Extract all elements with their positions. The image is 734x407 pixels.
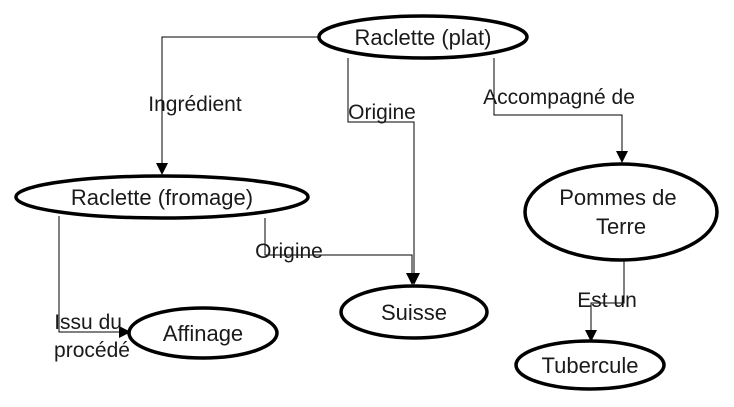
node-raclette-plat-shape xyxy=(317,14,529,60)
node-raclette-plat: Raclette (plat) xyxy=(317,14,529,60)
edge-ingredient-label: Ingrédient xyxy=(148,93,242,116)
node-suisse: Suisse xyxy=(339,284,489,340)
edge-issu-du-procede: Issu du procédé xyxy=(54,216,131,362)
node-suisse-label: Suisse xyxy=(381,300,447,325)
edge-origine-plat: Origine xyxy=(347,58,420,285)
edge-accompagne-de: Accompagné de xyxy=(483,58,635,163)
edge-origine-fromage: Origine xyxy=(255,218,418,285)
edge-issu-du-procede-label-line-2: procédé xyxy=(54,339,130,362)
edge-accompagne-de-line xyxy=(493,58,628,163)
node-suisse-shape xyxy=(339,284,489,340)
node-tubercule-shape xyxy=(514,339,666,391)
edge-origine-fromage-label: Origine xyxy=(255,240,323,263)
node-tubercule-label: Tubercule xyxy=(541,353,638,378)
node-raclette-fromage-shape xyxy=(14,174,310,220)
node-raclette-plat-label: Raclette (plat) xyxy=(355,25,492,50)
edge-ingredient: Ingrédient xyxy=(148,36,318,175)
node-pommes-de-terre-label: Pommes de Terre xyxy=(559,185,683,239)
node-raclette-fromage: Raclette (fromage) xyxy=(14,174,310,220)
node-affinage-shape xyxy=(127,306,279,360)
node-pommes-de-terre: Pommes de Terre xyxy=(523,162,719,262)
node-affinage: Affinage xyxy=(127,306,279,360)
node-tubercule: Tubercule xyxy=(514,339,666,391)
edge-issu-du-procede-label: Issu du procédé xyxy=(54,311,130,362)
edge-issu-du-procede-line xyxy=(58,216,131,338)
node-raclette-fromage-label: Raclette (fromage) xyxy=(71,185,253,210)
node-affinage-label: Affinage xyxy=(163,321,243,346)
edge-est-un: Est un xyxy=(577,260,637,342)
edge-accompagne-de-label: Accompagné de xyxy=(483,86,635,109)
node-pommes-de-terre-label-line-1: Pommes de xyxy=(559,185,676,210)
edge-ingredient-line xyxy=(156,36,318,175)
edge-issu-du-procede-label-line-1: Issu du xyxy=(54,311,122,334)
node-pommes-de-terre-label-line-2: Terre xyxy=(596,214,646,239)
edge-origine-fromage-line xyxy=(264,218,418,285)
edge-est-un-label: Est un xyxy=(577,289,637,312)
edge-est-un-line xyxy=(585,260,625,342)
edge-origine-plat-line xyxy=(347,58,420,285)
node-pommes-de-terre-shape xyxy=(523,162,719,262)
edge-origine-plat-label: Origine xyxy=(348,101,416,124)
